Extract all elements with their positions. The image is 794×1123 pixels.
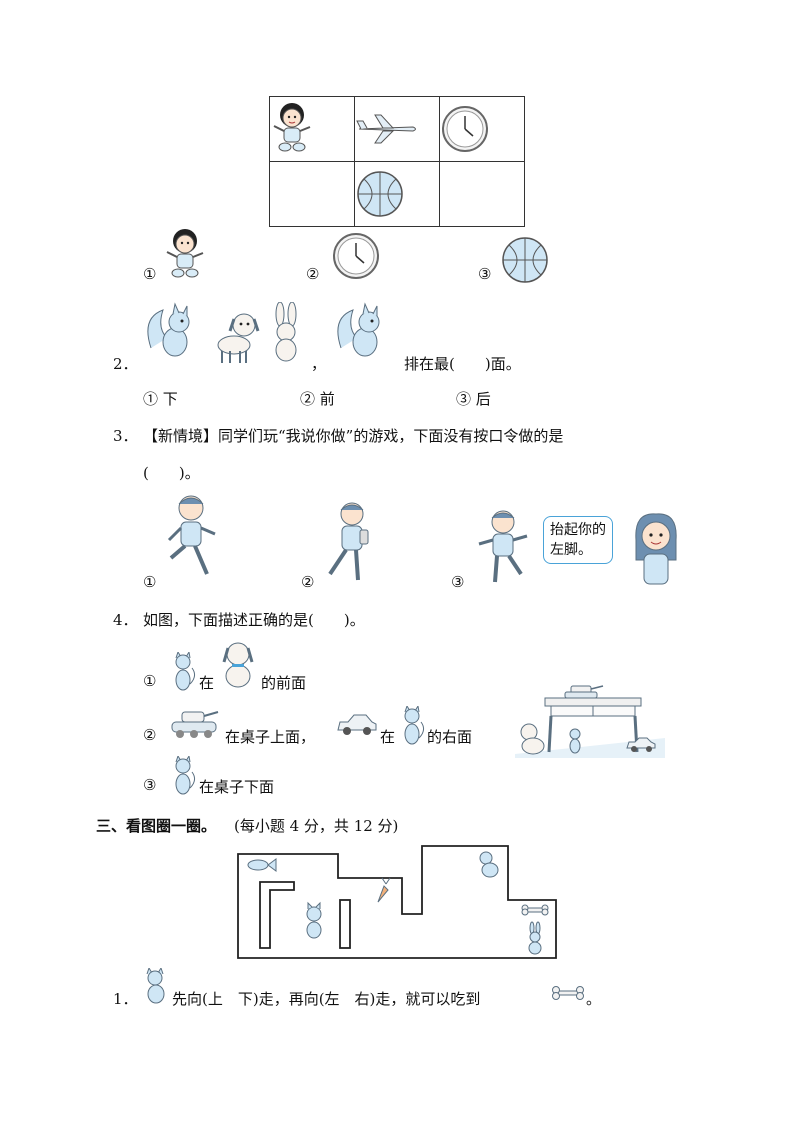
section-3-title: 三、看图圈一圈。	[96, 817, 217, 835]
q4-option-2-text-c: 的右面	[427, 728, 473, 746]
cat-icon	[175, 756, 196, 795]
q3-blank: ( )。	[143, 464, 200, 482]
speech-line-1: 抬起你的	[550, 522, 606, 538]
clock-icon	[333, 233, 379, 279]
doll-icon	[273, 103, 311, 152]
q3-option-3-label: ③	[451, 573, 465, 591]
s3-q1-text: 先向(上 下)走，再向(左 右)走，就可以吃到	[172, 990, 481, 1008]
bone-icon	[552, 986, 584, 1000]
grid-cell-empty	[439, 161, 525, 227]
q4-option-1-text-b: 的前面	[261, 674, 307, 692]
toy-car-icon	[337, 714, 377, 735]
grid-cell-airplane	[354, 96, 440, 162]
q4-option-1-text-a: 在	[199, 674, 215, 692]
q2-number: 2．	[113, 355, 138, 373]
toy-tank-icon	[171, 711, 219, 738]
s3-q1-number: 1．	[113, 990, 138, 1008]
girl-teacher-icon	[635, 513, 677, 585]
q3-stem: 【新情境】同学们玩“我说你做”的游戏，下面没有按口令做的是	[143, 427, 564, 445]
q3-option-1-label: ①	[143, 573, 157, 591]
boy-kicking-icon	[167, 495, 216, 575]
section-3-score: (每小题 4 分，共 12 分)	[234, 817, 399, 835]
boy-arms-out-icon	[478, 510, 528, 583]
cat-icon	[146, 968, 165, 1004]
cat-icon	[175, 652, 196, 691]
q2-stem: 排在最( )面。	[404, 355, 521, 373]
squirrel-icon	[147, 302, 190, 357]
rabbit-icon	[528, 921, 542, 955]
q4-option-2-text-b: 在	[380, 728, 396, 746]
doll-icon	[166, 229, 204, 278]
q4-option-3-text-a: 在桌子下面	[199, 778, 275, 796]
rabbit-icon	[275, 302, 297, 362]
maze-diagram	[237, 845, 557, 959]
grid-cell-doll	[269, 96, 355, 162]
q1-option-3-label: ③	[478, 265, 492, 283]
clock-icon	[442, 106, 488, 152]
boy-walking-icon	[328, 502, 369, 581]
grid-cell-ball	[354, 161, 440, 227]
position-grid	[269, 96, 525, 227]
q4-option-2-text-a: 在桌子上面，	[225, 728, 316, 746]
squirrel-icon	[337, 302, 380, 357]
q3-option-2-label: ②	[301, 573, 315, 591]
table-scene-illustration	[515, 685, 665, 758]
basketball-icon	[502, 237, 548, 283]
q2-option-3: ③ 后	[456, 390, 491, 408]
dog-icon	[222, 642, 254, 688]
dog-icon	[217, 313, 260, 363]
q1-option-2-label: ②	[306, 265, 320, 283]
q4-stem: 如图，下面描述正确的是( )。	[143, 611, 365, 629]
dog-icon	[479, 851, 499, 878]
q3-number: 3．	[113, 427, 138, 445]
q2-comma: ，	[311, 355, 327, 373]
q2-option-2: ② 前	[300, 390, 335, 408]
q4-option-3-label: ③	[143, 776, 157, 794]
q4-number: 4．	[113, 611, 138, 629]
cat-icon	[306, 901, 322, 939]
grid-cell-empty	[269, 161, 355, 227]
speech-line-2: 左脚。	[550, 542, 592, 558]
q1-option-1-label: ①	[143, 265, 157, 283]
q2-option-1: ① 下	[143, 390, 178, 408]
bone-icon	[521, 904, 549, 916]
q4-option-2-label: ②	[143, 726, 157, 744]
speech-bubble: 抬起你的 左脚。	[543, 516, 613, 564]
fish-icon	[247, 858, 277, 872]
airplane-icon	[356, 114, 416, 144]
q4-option-1-label: ①	[143, 672, 157, 690]
carrot-icon	[377, 877, 391, 903]
s3-q1-period: 。	[586, 990, 602, 1008]
grid-cell-clock	[439, 96, 525, 162]
cat-icon	[404, 706, 425, 745]
basketball-icon	[357, 171, 403, 217]
